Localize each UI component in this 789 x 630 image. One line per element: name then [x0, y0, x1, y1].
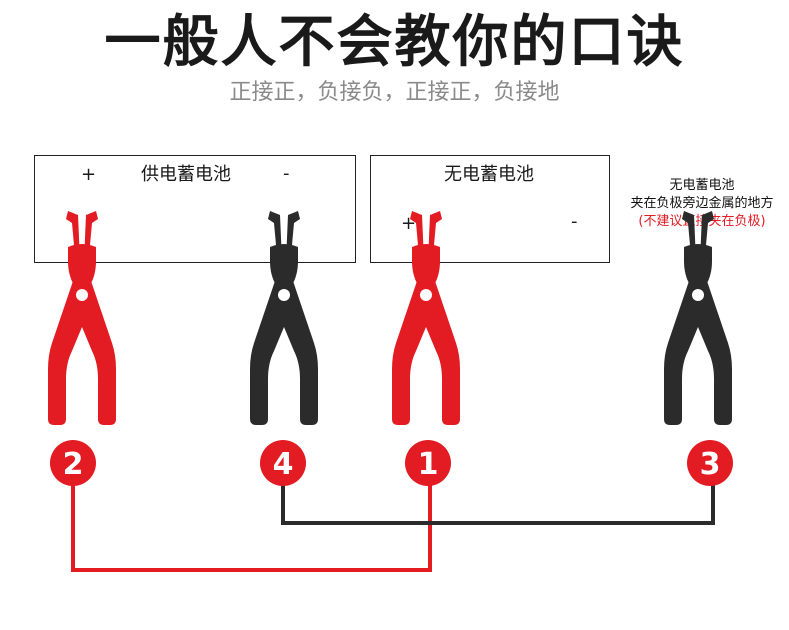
- step-circle-red-right: 1: [405, 440, 451, 486]
- step-number: 2: [63, 447, 84, 482]
- step-number: 1: [418, 447, 439, 482]
- supply-battery-plus: +: [81, 164, 97, 185]
- mnemonic-subtitle: 正接正，负接负，正接正，负接地: [229, 80, 560, 105]
- supply-battery-box: + 供电蓄电池 -: [34, 155, 356, 263]
- ground-note: 无电蓄电池 夹在负极旁边金属的地方 (不建议直接夹在负极): [612, 177, 789, 231]
- supply-battery-minus: -: [283, 163, 290, 184]
- supply-battery-label: 供电蓄电池: [141, 164, 231, 185]
- red-clamp-supply-positive: [48, 211, 116, 425]
- black-clamp-supply-negative: [250, 211, 318, 425]
- step-circle-black-left: 4: [260, 440, 306, 486]
- note-line-1: 无电蓄电池: [669, 178, 735, 193]
- dead-battery-minus: -: [571, 211, 578, 232]
- page-title: 一般人不会教你的口诀: [104, 10, 685, 75]
- step-circle-red-left: 2: [50, 440, 96, 486]
- black-clamp-ground: [664, 211, 732, 425]
- black-cable: [281, 478, 715, 525]
- step-circle-black-right: 3: [687, 440, 733, 486]
- red-clamp-dead-positive: [392, 211, 460, 425]
- step-number: 3: [700, 447, 721, 482]
- dead-battery-label: 无电蓄电池: [444, 164, 534, 185]
- note-line-2: 夹在负极旁边金属的地方: [630, 196, 774, 211]
- step-number: 4: [273, 447, 294, 482]
- dead-battery-box: 无电蓄电池 + -: [370, 155, 610, 263]
